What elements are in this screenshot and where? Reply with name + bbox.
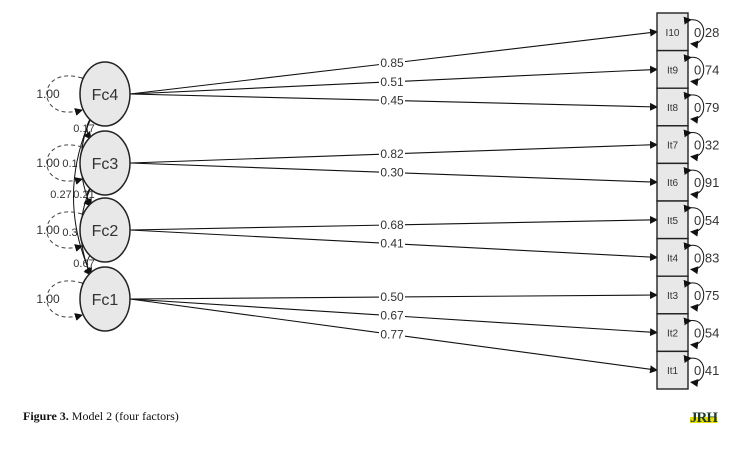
- loading-label: 0.85: [380, 56, 404, 70]
- residual-loop: [683, 279, 705, 312]
- residual-label: 0.83: [694, 250, 719, 265]
- residual-label: 0.41: [694, 363, 719, 378]
- residual-label: 0.32: [694, 138, 719, 153]
- item-label: It4: [667, 253, 679, 264]
- factor-label: Fc2: [92, 223, 119, 240]
- factor-label: Fc3: [92, 156, 119, 173]
- variance-loop: [46, 280, 90, 321]
- item-label: It8: [667, 103, 679, 114]
- loading-label: 0.50: [380, 290, 404, 304]
- residual-loop: [683, 129, 705, 162]
- factor-node: [79, 130, 131, 196]
- residual-label: 0.91: [694, 175, 719, 190]
- figure-caption: Figure 3. Model 2 (four factors): [23, 409, 179, 424]
- journal-logo: JRH: [690, 410, 718, 426]
- item-node: [656, 162, 689, 202]
- factor-node: [79, 266, 131, 332]
- residual-loop: [683, 204, 705, 237]
- residual-label: 0.74: [694, 62, 719, 77]
- loading-label-bg: [379, 291, 405, 303]
- variance-label: 1.00: [36, 87, 60, 101]
- item-label: It2: [667, 329, 679, 340]
- variance-label: 1.00: [36, 292, 60, 306]
- item-node: [656, 237, 689, 277]
- loading-label-bg: [379, 237, 405, 249]
- loading-label: 0.41: [380, 237, 404, 251]
- residual-label: 0.28: [694, 25, 719, 40]
- loading-label: 0.30: [380, 166, 404, 180]
- item-label: It7: [667, 141, 679, 152]
- item-label: I10: [666, 28, 680, 39]
- variance-label: 1.00: [36, 223, 60, 237]
- loading-label-bg: [379, 218, 405, 230]
- loading-label-bg: [379, 57, 405, 69]
- variance-loop: [46, 144, 90, 185]
- residual-loop: [683, 317, 705, 350]
- covariance-label: 0.3: [62, 227, 77, 239]
- residual-loop: [683, 54, 705, 87]
- residual-label: 0.54: [694, 326, 719, 341]
- loading-label-bg: [379, 328, 405, 340]
- loading-label: 0.77: [380, 327, 404, 341]
- residual-loop: [683, 242, 705, 275]
- residual-label: 0.54: [694, 213, 719, 228]
- covariance-label: 0.67: [73, 258, 94, 270]
- factor-node: [79, 61, 131, 127]
- loading-label-bg: [379, 75, 405, 87]
- caption-label: Figure 3.: [23, 409, 69, 423]
- factor-node: [79, 197, 131, 263]
- covariance-label: 0.17: [73, 123, 94, 135]
- loading-label-bg: [379, 166, 405, 178]
- residual-label: 0.79: [694, 100, 719, 115]
- loading-label: 0.51: [380, 75, 404, 89]
- covariance-label: 0.27: [50, 189, 71, 201]
- residual-loop: [683, 91, 705, 124]
- item-label: It3: [667, 291, 679, 302]
- factor-label: Fc4: [92, 87, 119, 104]
- item-label: It5: [667, 216, 679, 227]
- loading-label-bg: [379, 147, 405, 159]
- variance-loop: [46, 75, 90, 116]
- item-label: It9: [667, 65, 679, 76]
- loading-label: 0.67: [380, 309, 404, 323]
- item-label: It6: [667, 178, 679, 189]
- loading-label: 0.68: [380, 218, 404, 232]
- loading-label: 0.45: [380, 93, 404, 107]
- residual-loop: [683, 167, 705, 199]
- residual-loop: [683, 16, 705, 49]
- loading-label-bg: [379, 94, 405, 106]
- residual-loop: [683, 355, 705, 387]
- variance-loop: [46, 211, 90, 252]
- item-label: It1: [667, 366, 679, 377]
- caption-text: Model 2 (four factors): [68, 409, 179, 423]
- loading-label-bg: [379, 309, 405, 321]
- factor-label: Fc1: [92, 292, 119, 309]
- covariance-label: 0.1: [62, 158, 77, 170]
- loading-label: 0.82: [380, 147, 404, 161]
- residual-label: 0.75: [694, 288, 719, 303]
- variance-label: 1.00: [36, 156, 60, 170]
- item-node: [656, 275, 689, 315]
